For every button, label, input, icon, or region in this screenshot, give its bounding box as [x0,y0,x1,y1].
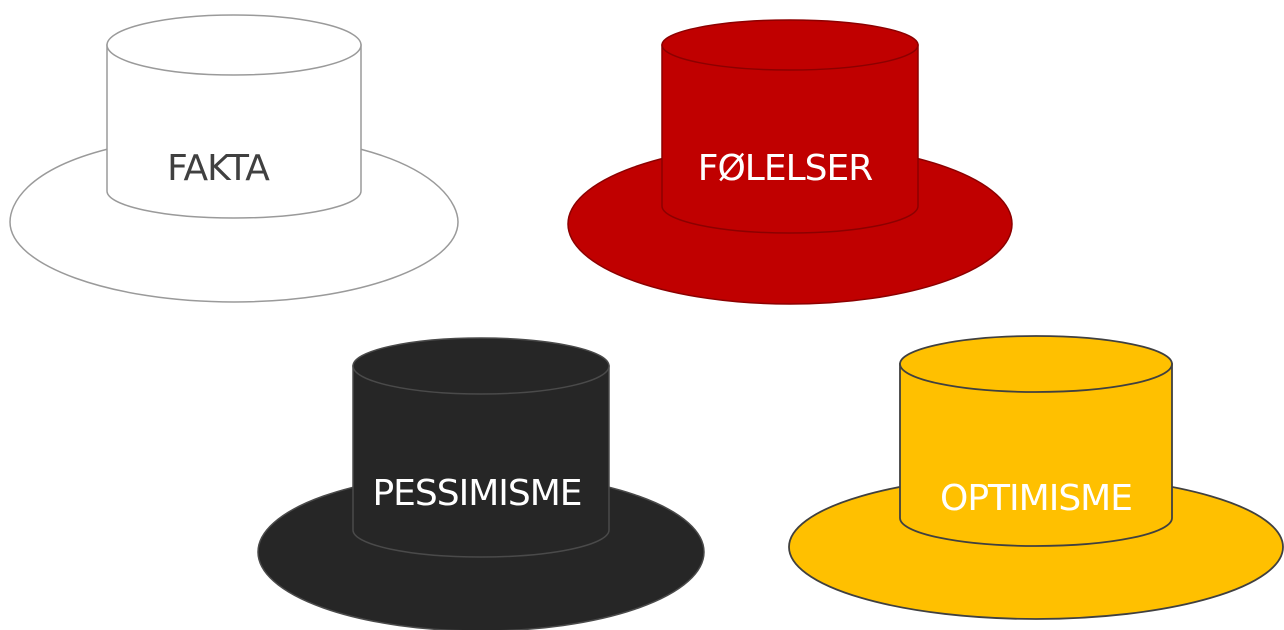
hat-folelser: FØLELSER [567,19,1013,305]
hat-fakta-crown [106,44,362,219]
hat-optimisme-crown-top [899,335,1173,393]
hat-pessimisme-label: PESSIMISME [372,473,581,514]
hat-fakta-crown-top [106,14,362,76]
hat-pessimisme: PESSIMISME [257,337,705,630]
hat-optimisme-crown [899,363,1173,547]
hat-pessimisme-crown [352,365,610,558]
hat-optimisme: OPTIMISME [788,335,1284,620]
hat-pessimisme-crown-top [352,337,610,395]
hat-fakta-label: FAKTA [167,148,270,189]
hat-folelser-label: FØLELSER [698,148,873,189]
hat-optimisme-label: OPTIMISME [940,478,1132,519]
hat-folelser-crown [661,44,919,234]
hat-fakta: FAKTA [9,14,459,303]
hat-folelser-crown-top [661,19,919,71]
